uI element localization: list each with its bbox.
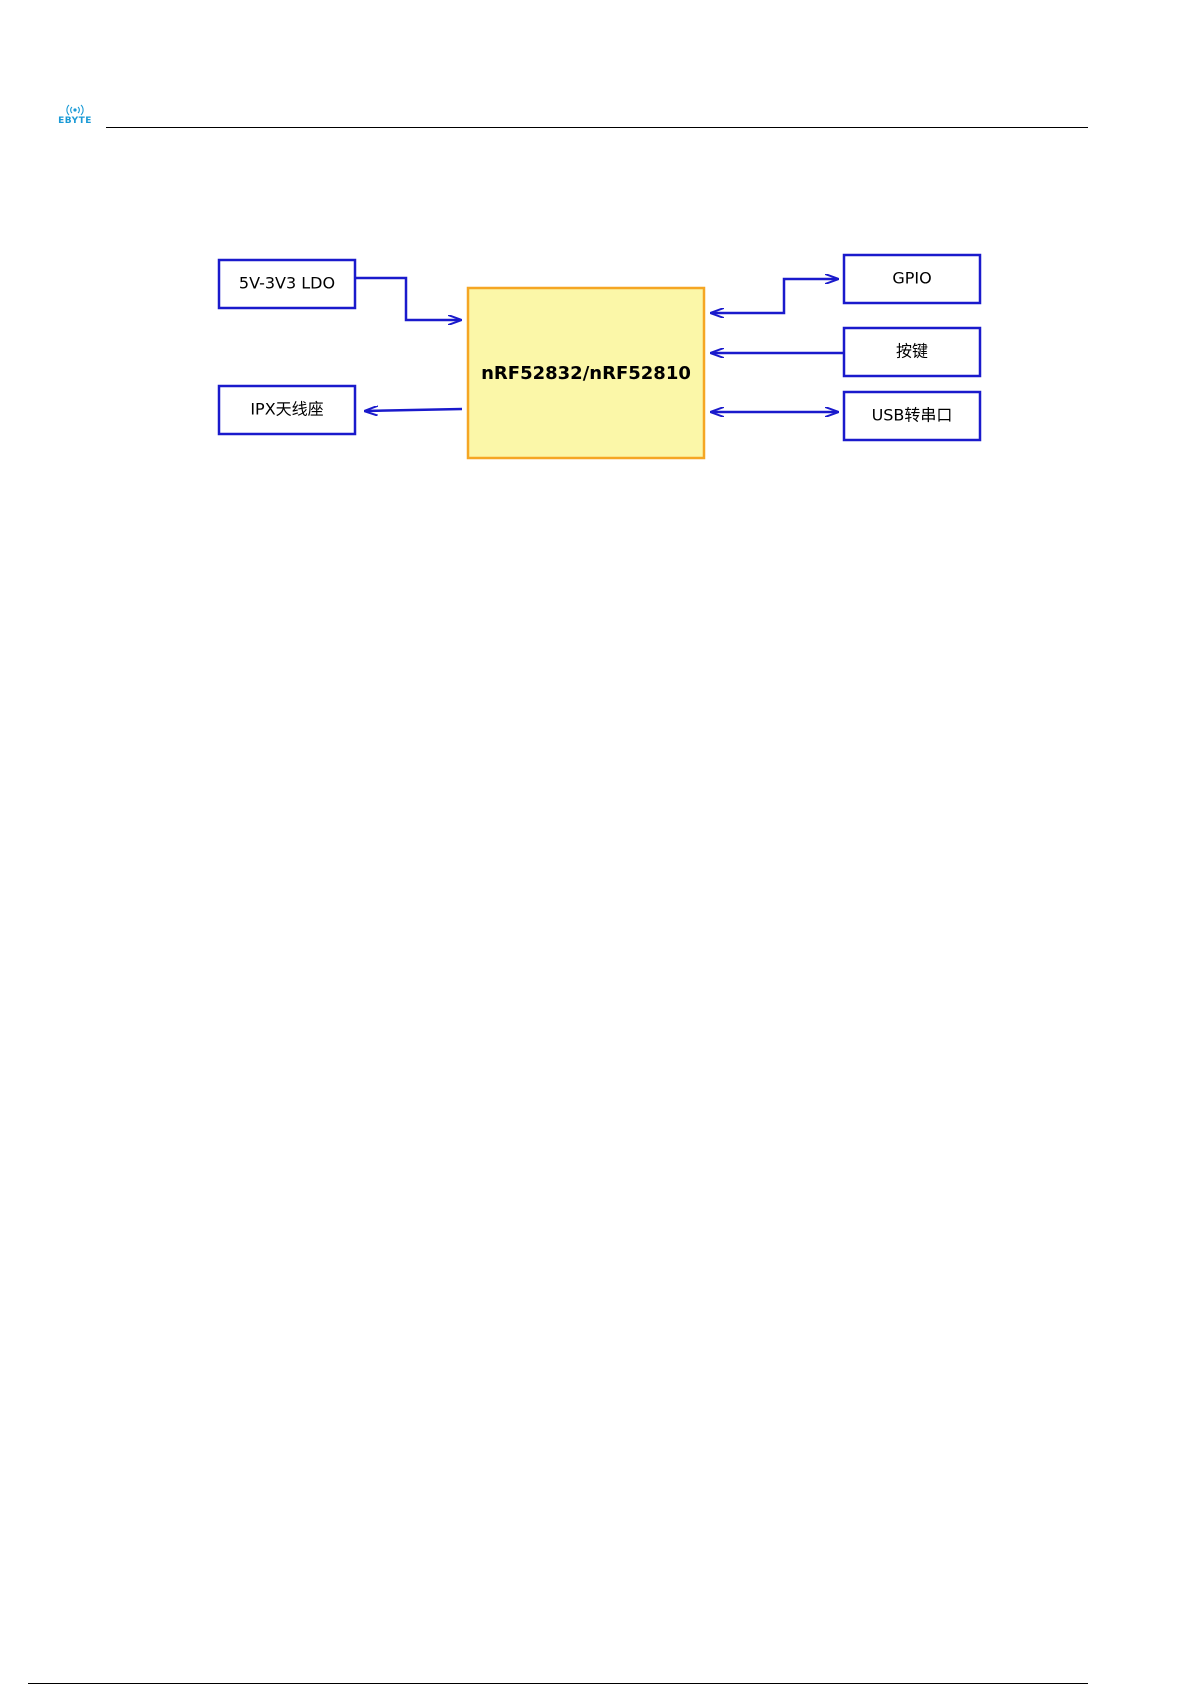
block-gpio-label: GPIO	[892, 269, 931, 288]
block-usb-serial: USB转串口	[844, 392, 980, 440]
block-key: 按键	[844, 328, 980, 376]
block-ldo: 5V-3V3 LDO	[219, 260, 355, 308]
chip-label: nRF52832/nRF52810	[481, 363, 691, 384]
block-ipx-antenna: IPX天线座	[219, 386, 355, 434]
block-usb-serial-label: USB转串口	[872, 406, 953, 425]
chip-block: nRF52832/nRF52810	[468, 288, 704, 458]
block-gpio: GPIO	[844, 255, 980, 303]
arrow-ldo-to-chip	[355, 278, 461, 320]
block-key-label: 按键	[896, 342, 928, 361]
block-ldo-label: 5V-3V3 LDO	[239, 274, 335, 293]
block-diagram: nRF52832/nRF52810 5V-3V3 LDO IPX天线座 GPIO…	[0, 0, 1192, 520]
arrow-chip-to-ipx	[365, 409, 462, 411]
footer-rule	[28, 1683, 1088, 1684]
block-ipx-antenna-label: IPX天线座	[250, 400, 323, 419]
arrow-chip-gpio	[711, 279, 838, 313]
